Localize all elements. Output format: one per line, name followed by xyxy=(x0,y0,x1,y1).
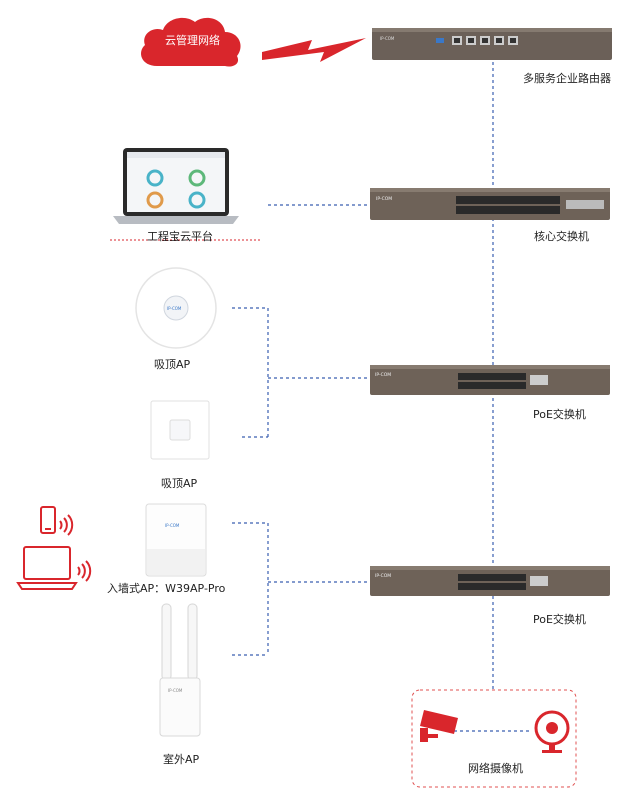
core-switch-label: 核心交换机 xyxy=(534,230,589,243)
ceiling-ap-round-label: 吸顶AP xyxy=(154,358,191,371)
wall-ap-brand: IP-COM xyxy=(165,523,180,528)
laptop-label: 工程宝云平台 xyxy=(147,230,213,243)
camera-group-box xyxy=(411,689,577,788)
poe-switch-2-brand: IP-COM xyxy=(375,573,391,579)
outdoor-ap-icon: IP-COM xyxy=(159,603,201,737)
ceiling-ap-square-label: 吸顶AP xyxy=(161,477,198,490)
laptop-icon xyxy=(113,148,239,224)
bullet-camera-icon xyxy=(420,710,458,742)
ceiling-ap-round-icon: IP-COM xyxy=(135,267,217,349)
core-switch-device: IP-COM xyxy=(370,188,610,220)
poe-switch-1-brand: IP-COM xyxy=(375,372,391,378)
wall-ap-label: 入墙式AP：W39AP-Pro xyxy=(107,582,226,595)
cloud-icon: 云管理网络 xyxy=(135,12,247,70)
router-brand: IP-COM xyxy=(380,36,395,41)
core-switch-brand: IP-COM xyxy=(376,196,392,202)
poe-switch-1-device: IP-COM xyxy=(370,365,610,395)
ceiling-ap-round-brand: IP-COM xyxy=(167,306,182,311)
poe-switch-2-label: PoE交换机 xyxy=(533,613,586,626)
outdoor-ap-label: 室外AP xyxy=(163,753,200,766)
outdoor-ap-brand: IP-COM xyxy=(168,688,183,693)
ceiling-ap-square-icon xyxy=(150,400,210,460)
client-devices-icon xyxy=(16,506,92,590)
dome-camera-icon xyxy=(534,710,570,753)
router-device: IP-COM xyxy=(372,28,612,60)
camera-label: 网络摄像机 xyxy=(468,762,523,775)
router-label: 多服务企业路由器 xyxy=(523,72,611,85)
lightning-icon xyxy=(262,38,366,62)
wall-ap-icon: IP-COM xyxy=(145,503,207,577)
poe-switch-2-device: IP-COM xyxy=(370,566,610,596)
cloud-label: 云管理网络 xyxy=(165,34,220,47)
poe-switch-1-label: PoE交换机 xyxy=(533,408,586,421)
